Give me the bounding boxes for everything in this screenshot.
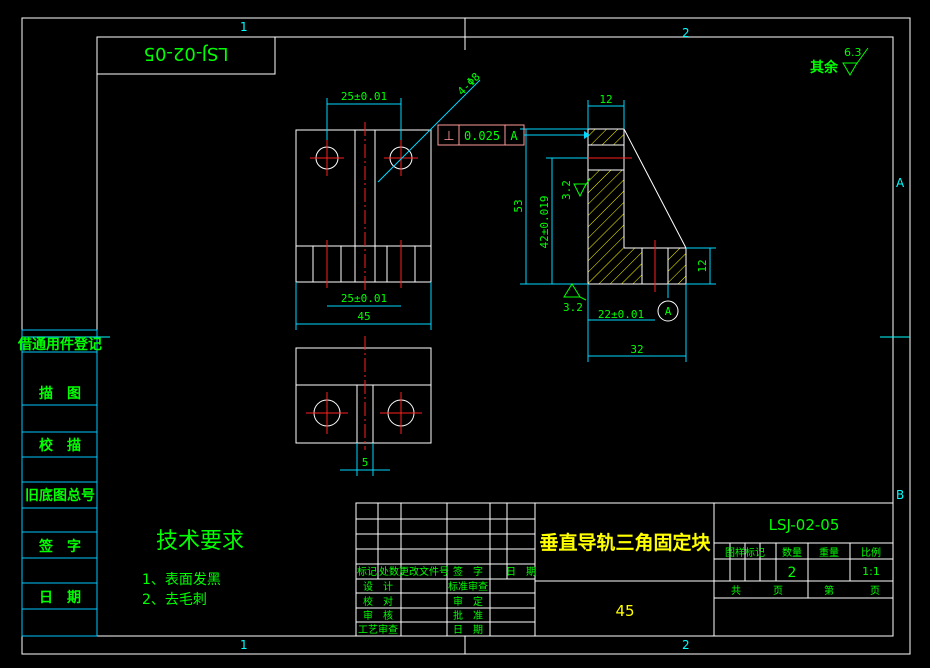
- dim-side-inner-height: 42±0.019: [538, 196, 551, 249]
- rev-header: 更改文件号: [399, 565, 449, 578]
- zone-labels: 1 2 1 2 A B: [240, 20, 905, 652]
- rev-header: 签 字: [453, 565, 483, 578]
- dim-front-top: 25±0.01: [341, 90, 387, 103]
- drawing-number: LSJ-02-05: [769, 516, 840, 534]
- role-label: 审 定: [453, 595, 483, 608]
- title-block: [355, 502, 894, 637]
- tolerance-value: 0.025: [464, 129, 500, 143]
- roughness-side-icon: [573, 177, 591, 198]
- rev-header: 标记: [357, 566, 377, 578]
- front-view: 25±0.01 25±0.01 45 4-Φ8: [295, 70, 483, 330]
- role-label: 审 核: [363, 609, 393, 622]
- rev-header: 处数: [379, 565, 399, 578]
- mirrored-number-box: LSJ-02-05: [96, 36, 276, 75]
- dim-overall-width: 45: [357, 310, 370, 323]
- zone-label-bottom-1: 1: [240, 638, 248, 652]
- sidebar-label: 旧底图总号: [25, 487, 95, 504]
- material: 45: [615, 602, 634, 620]
- sidebar-label: 借通用件登记: [17, 336, 102, 353]
- dim-side-height: 53: [512, 199, 525, 212]
- header-stage-mark: 图样标记: [725, 546, 765, 559]
- dim-front-bottom: 25±0.01: [341, 292, 387, 305]
- dim-side-base-inner: 22±0.01: [598, 308, 644, 321]
- part-name: 垂直导轨三角固定块: [539, 531, 711, 554]
- dim-side-top: 12: [599, 93, 612, 106]
- sidebar-label: 校 描: [39, 437, 81, 454]
- roughness-symbol-icon: [842, 47, 869, 76]
- zone-label-bottom-2: 2: [682, 638, 690, 652]
- datum-circle: [657, 300, 679, 322]
- roughness-bottom-icon: [563, 283, 581, 298]
- sheet-number: 第: [824, 584, 834, 597]
- value-scale: 1:1: [862, 565, 880, 578]
- dim-side-width: 32: [630, 343, 643, 356]
- side-view: 12 53 42±0.019 12 22±0.01 32 3.2 3.2 A: [512, 93, 716, 362]
- sheet-page: 页: [773, 585, 783, 597]
- tolerance-symbol: ⊥: [443, 129, 454, 144]
- zone-label-right-b: B: [896, 488, 904, 502]
- tolerance-datum: A: [510, 129, 518, 143]
- dim-side-base-thickness: 12: [696, 259, 709, 272]
- sheet-total: 共: [731, 585, 741, 597]
- left-sidebar: [21, 329, 98, 637]
- roughness-bottom-value: 3.2: [563, 301, 583, 314]
- left-sidebar-labels: 借通用件登记 描 图 校 描 旧底图总号 签 字 日 期: [17, 336, 102, 606]
- finish-note: 其余 6.3: [810, 46, 869, 76]
- tech-item: 2、去毛刺: [142, 592, 207, 608]
- sidebar-label: 日 期: [39, 590, 81, 606]
- header-weight: 重量: [819, 546, 839, 559]
- zone-label-top-1: 1: [240, 20, 248, 34]
- drawing-number-mirrored: LSJ-02-05: [144, 43, 229, 64]
- rev-header: 日 期: [506, 566, 536, 578]
- dim-hole-callout: 4-Φ8: [455, 70, 483, 98]
- finish-label: 其余: [810, 59, 839, 76]
- role-label: 校 对: [363, 595, 393, 608]
- role-label: 设 计: [363, 580, 393, 593]
- header-quantity: 数量: [782, 546, 802, 559]
- sheet-page-2: 页: [870, 585, 880, 597]
- top-view: 5: [295, 336, 432, 476]
- tech-heading: 技术要求: [156, 529, 244, 554]
- zone-label-top-2: 2: [682, 26, 690, 40]
- top-outline: [295, 347, 432, 444]
- role-label: 批 准: [453, 609, 483, 622]
- role-label: 日 期: [453, 624, 483, 636]
- datum-label: A: [665, 305, 672, 318]
- side-outline: [587, 128, 687, 285]
- tech-requirements: 技术要求 1、表面发黑 2、去毛刺: [142, 529, 244, 608]
- role-label: 标准审查: [448, 580, 488, 593]
- tolerance-frame: ⊥ 0.025 A: [437, 124, 590, 146]
- value-quantity: 2: [788, 565, 797, 581]
- front-outline: [295, 129, 432, 283]
- role-label: 工艺审查: [358, 623, 398, 636]
- title-block-text: 垂直导轨三角固定块 45 LSJ-02-05 图样标记 数量 重量 比例 2 1…: [357, 516, 881, 636]
- sidebar-label: 签 字: [38, 538, 81, 555]
- roughness-side-value: 3.2: [560, 180, 573, 200]
- tech-item: 1、表面发黑: [142, 572, 221, 588]
- header-scale: 比例: [861, 546, 881, 559]
- dim-plan-offset: 5: [362, 456, 369, 469]
- finish-roughness: 6.3: [844, 46, 862, 59]
- zone-label-right-a: A: [896, 176, 905, 190]
- sidebar-label: 描 图: [39, 385, 81, 402]
